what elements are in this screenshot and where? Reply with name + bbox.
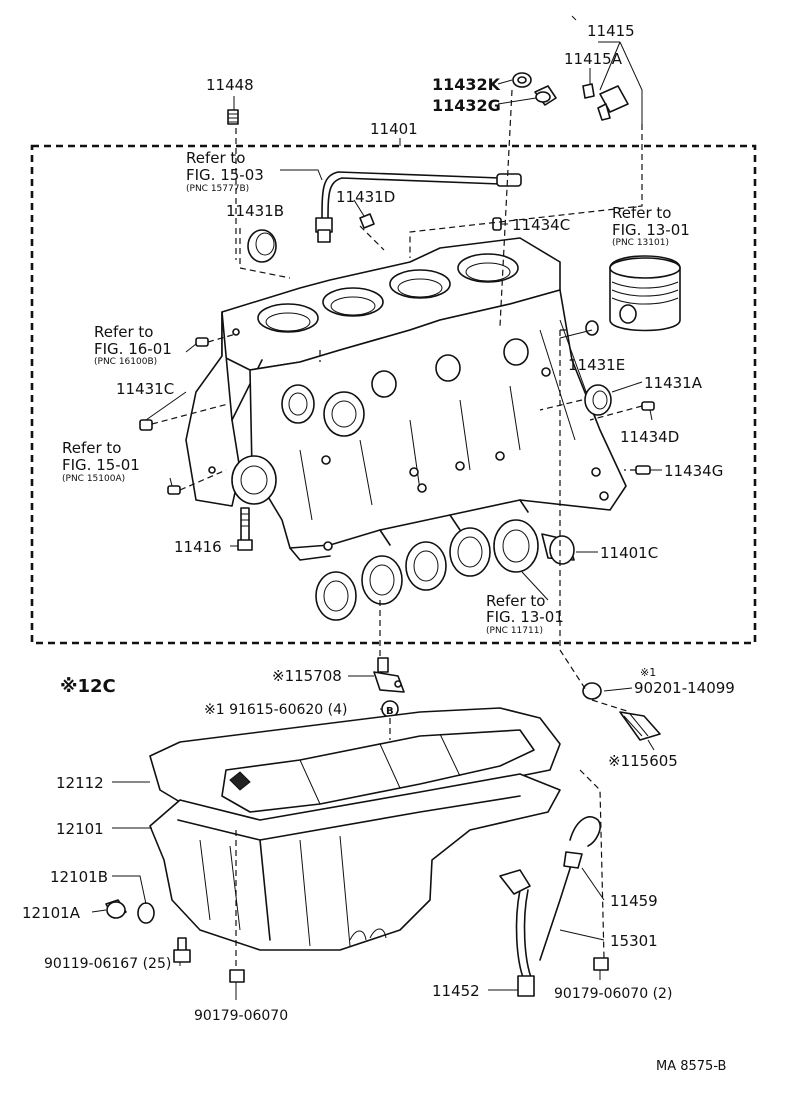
drawing-code: MA 8575-B bbox=[656, 1059, 726, 1074]
gasket-12101b bbox=[137, 902, 155, 924]
label-11431e: 11431E bbox=[568, 356, 625, 374]
cap-11401c bbox=[541, 533, 575, 565]
label-12101b: 12101B bbox=[50, 868, 108, 886]
ring-mark: B bbox=[386, 706, 394, 717]
label-11434c: 11434C bbox=[512, 216, 570, 234]
piston-reference bbox=[609, 255, 681, 332]
ref-fig-15-01: Refer to FIG. 15-01 (PNC 15100A) bbox=[62, 439, 140, 484]
part-labels: 11415 11415A 11432K 11432G 11448 11401 1… bbox=[22, 22, 735, 1074]
pin-11434c bbox=[492, 217, 502, 231]
leader-lines bbox=[91, 41, 662, 1000]
svg-text:(PNC 13101): (PNC 13101) bbox=[612, 238, 669, 248]
label-115605: ※115605 bbox=[608, 752, 678, 770]
svg-text:FIG. 13-01: FIG. 13-01 bbox=[612, 221, 690, 239]
label-11459: 11459 bbox=[610, 892, 658, 910]
label-11434d: 11434D bbox=[620, 428, 679, 446]
washer-11432k bbox=[512, 72, 532, 88]
oil-pan-12101 bbox=[149, 773, 561, 951]
dipstick-15301 bbox=[539, 816, 601, 961]
ref-fig-13-01-piston: Refer to FIG. 13-01 (PNC 13101) bbox=[612, 204, 690, 248]
plug-11431c bbox=[139, 419, 153, 431]
label-12101: 12101 bbox=[56, 820, 104, 838]
label-11401: 11401 bbox=[370, 120, 418, 138]
drain-plug-12101a bbox=[105, 899, 127, 919]
plug-11432g bbox=[534, 85, 557, 106]
gasket-90201-14099 bbox=[582, 682, 602, 700]
label-90179-06070: 90179-06070 bbox=[194, 1008, 288, 1024]
label-11401c: 11401C bbox=[600, 544, 658, 562]
label-90119-06167: 90119-06167 (25) bbox=[44, 956, 171, 972]
sensor-115708 bbox=[373, 657, 405, 693]
svg-text:FIG. 15-01: FIG. 15-01 bbox=[62, 456, 140, 474]
svg-text:(PNC 15100A): (PNC 15100A) bbox=[62, 474, 125, 484]
nut-90179-06070-2 bbox=[593, 957, 609, 971]
label-90201-14099: 90201-14099 bbox=[634, 679, 735, 697]
label-11452: 11452 bbox=[432, 982, 480, 1000]
svg-text:(PNC 16100B): (PNC 16100B) bbox=[94, 357, 157, 367]
svg-text:Refer to: Refer to bbox=[62, 439, 121, 457]
pin-11434d bbox=[641, 401, 655, 411]
bolt-90119-06167 bbox=[173, 937, 191, 963]
label-11415: 11415 bbox=[587, 22, 635, 40]
svg-text:(PNC 15777B): (PNC 15777B) bbox=[186, 184, 249, 194]
label-12101a: 12101A bbox=[22, 904, 81, 922]
svg-text:(PNC 11711): (PNC 11711) bbox=[486, 626, 543, 636]
seal-11431a bbox=[584, 384, 612, 416]
ref-fig-16-01: Refer to FIG. 16-01 (PNC 16100B) bbox=[94, 323, 172, 367]
plug-11448 bbox=[227, 109, 239, 125]
note-12c: ※12C bbox=[60, 676, 116, 697]
main-bearings bbox=[315, 519, 539, 621]
svg-text:Refer to: Refer to bbox=[612, 204, 671, 222]
pin-16-01 bbox=[195, 337, 209, 347]
label-11431c: 11431C bbox=[116, 380, 174, 398]
cylinder-block-group-frame bbox=[30, 144, 757, 645]
oil-pipe-15-03 bbox=[315, 171, 522, 243]
svg-text:FIG. 15-03: FIG. 15-03 bbox=[186, 166, 264, 184]
svg-text:Refer to: Refer to bbox=[94, 323, 153, 341]
nut-90179-06070 bbox=[229, 969, 245, 983]
label-11432k: 11432K bbox=[432, 75, 501, 94]
ref-fig-15-03: Refer to FIG. 15-03 (PNC 15777B) bbox=[186, 149, 264, 194]
plug-11431d bbox=[359, 213, 375, 229]
oil-pan-gasket-12112 bbox=[149, 707, 561, 837]
label-11431b: 11431B bbox=[226, 202, 284, 220]
label-11415a: 11415A bbox=[564, 50, 623, 68]
label-91615-60620: ※1 91615-60620 (4) bbox=[204, 702, 348, 718]
label-11434g: 11434G bbox=[664, 462, 723, 480]
label-11448: 11448 bbox=[206, 76, 254, 94]
label-11416: 11416 bbox=[174, 538, 222, 556]
cylinder-block-11401 bbox=[185, 237, 627, 561]
label-90201-star: ※1 bbox=[640, 666, 656, 679]
label-11431a: 11431A bbox=[644, 374, 703, 392]
svg-text:Refer to: Refer to bbox=[486, 592, 545, 610]
cap-11431b bbox=[247, 229, 277, 263]
union-11415 bbox=[571, 15, 629, 121]
drain-plug-115605 bbox=[619, 711, 661, 741]
label-15301: 15301 bbox=[610, 932, 658, 950]
svg-text:Refer to: Refer to bbox=[186, 149, 245, 167]
label-11431d: 11431D bbox=[336, 188, 395, 206]
label-12112: 12112 bbox=[56, 774, 104, 792]
pin-11434g bbox=[635, 465, 651, 475]
dipstick-guide-11452 bbox=[499, 869, 535, 997]
svg-text:FIG. 13-01: FIG. 13-01 bbox=[486, 608, 564, 626]
stud-bolt-11416 bbox=[237, 507, 253, 551]
pin-15-01 bbox=[167, 485, 181, 495]
label-115708: ※115708 bbox=[272, 667, 342, 685]
label-90179-06070-2: 90179-06070 (2) bbox=[554, 986, 672, 1002]
svg-text:FIG. 16-01: FIG. 16-01 bbox=[94, 340, 172, 358]
label-11432g: 11432G bbox=[432, 96, 501, 115]
ref-fig-13-01-bearing: Refer to FIG. 13-01 (PNC 11711) bbox=[486, 592, 564, 636]
plug-11431e bbox=[585, 320, 599, 336]
